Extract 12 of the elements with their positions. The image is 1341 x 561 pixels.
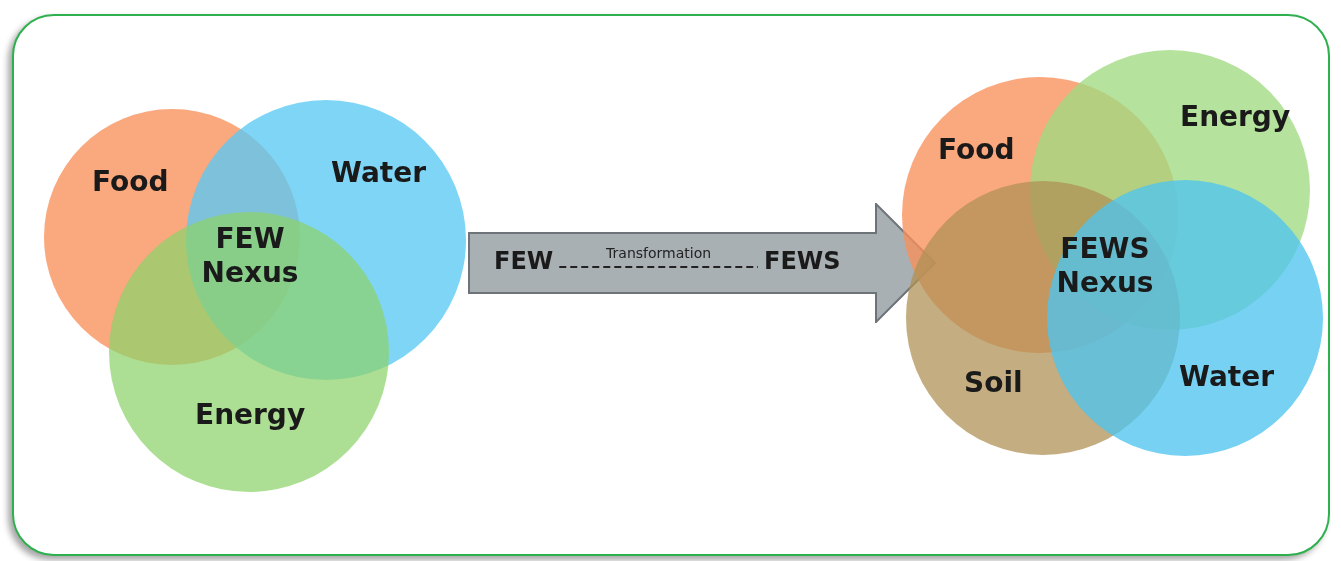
circle-label: Energy xyxy=(195,398,306,431)
circle-label: Soil xyxy=(964,366,1023,399)
circle-label: Food xyxy=(938,133,1015,166)
circle-label: Water xyxy=(331,156,426,189)
circle-label: Energy xyxy=(1180,100,1291,133)
circle-label: Water xyxy=(1179,360,1274,393)
arrow-text: FEW xyxy=(494,247,554,275)
dashed-connector xyxy=(558,266,759,268)
arrow-text: FEWS xyxy=(764,247,841,275)
nexus-label: FEW Nexus xyxy=(200,222,300,290)
nexus-label: FEWS Nexus xyxy=(1055,232,1155,300)
circle-label: Food xyxy=(92,165,169,198)
